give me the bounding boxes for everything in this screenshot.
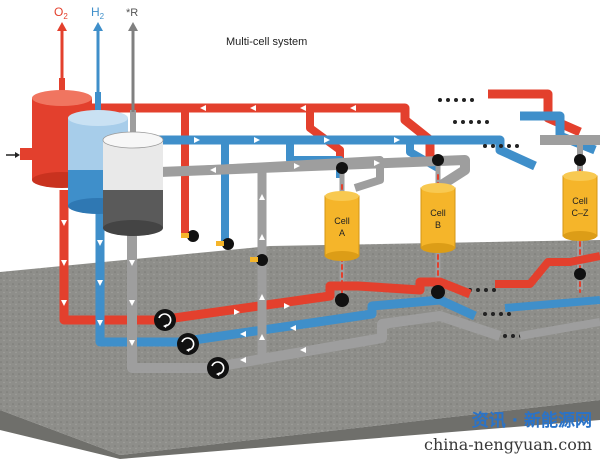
pump-hydrogen bbox=[177, 333, 199, 355]
diagram-title: Multi-cell system bbox=[226, 36, 307, 48]
hydrogen-label: H2 bbox=[91, 5, 105, 21]
recycle-header bbox=[159, 155, 470, 260]
pump-oxygen bbox=[154, 309, 176, 331]
cell-b-label-line2: B bbox=[435, 220, 441, 230]
cell-a bbox=[324, 191, 360, 261]
oxygen-output-arrow bbox=[57, 22, 67, 80]
oxygen-label: O2 bbox=[54, 5, 68, 21]
feed-arrow bbox=[6, 152, 20, 158]
cell-c-z bbox=[562, 171, 598, 241]
cell-b-label-line1: Cell bbox=[430, 208, 446, 218]
flow-arrows bbox=[61, 105, 400, 363]
cell-a-label-line2: A bbox=[339, 228, 345, 238]
cell-a-label-line1: Cell bbox=[334, 216, 350, 226]
recycle-label: *R bbox=[126, 7, 138, 19]
oxygen-symbol: O bbox=[54, 5, 63, 19]
junction-valves bbox=[187, 154, 586, 307]
oxygen-return bbox=[59, 190, 600, 325]
oxygen-subscript: 2 bbox=[63, 12, 68, 21]
hydrogen-return bbox=[95, 210, 600, 347]
recycle-output-arrow bbox=[128, 22, 138, 112]
continuation-dots bbox=[438, 98, 531, 338]
cell-c-z-label-line2: C–Z bbox=[571, 208, 589, 218]
pump-recycle bbox=[207, 357, 229, 379]
hydrogen-header bbox=[95, 135, 537, 244]
hydrogen-output-arrow bbox=[93, 22, 103, 94]
cell-b bbox=[420, 183, 456, 253]
recycle-tank bbox=[102, 110, 164, 236]
valve-indicators bbox=[181, 233, 258, 262]
watermark-cn: 资讯 · 新能源网 bbox=[472, 410, 592, 431]
hydrogen-subscript: 2 bbox=[100, 12, 105, 21]
hydrogen-symbol: H bbox=[91, 5, 100, 19]
watermark-en: china-nengyuan.com bbox=[424, 435, 592, 454]
cell-c-z-label-line1: Cell bbox=[572, 196, 588, 206]
